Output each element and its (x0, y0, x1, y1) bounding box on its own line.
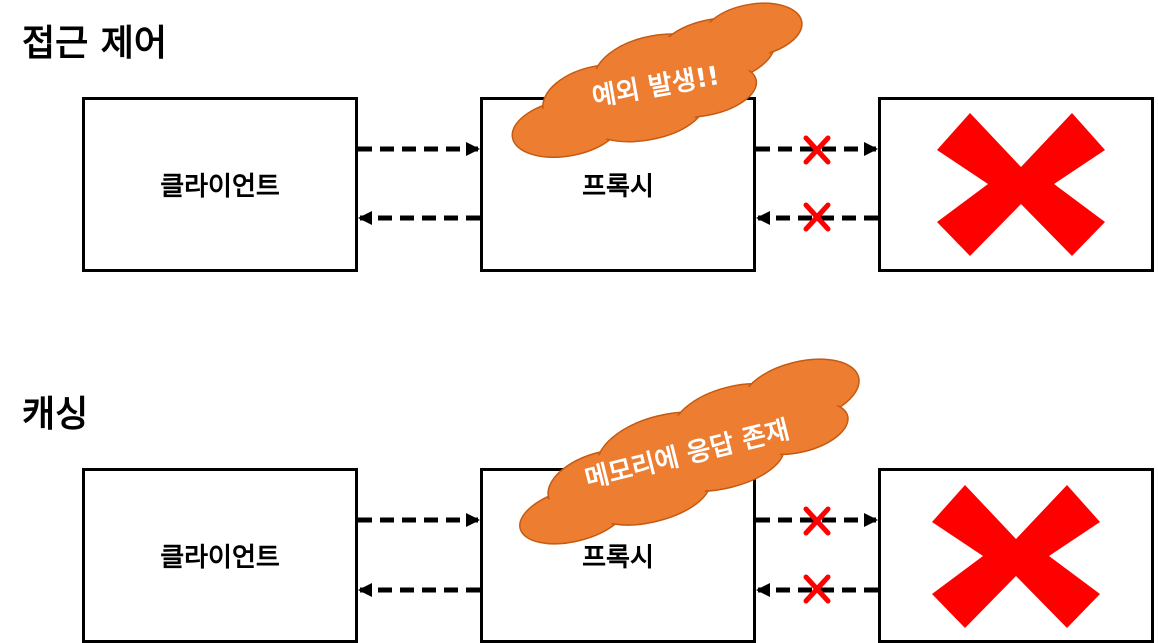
client-box: 클라이언트 (82, 468, 358, 643)
server-box (878, 97, 1154, 272)
server-unavailable-x-icon (932, 485, 1100, 628)
blocked-mark-icon (803, 202, 831, 232)
cloud-callout: 예외 발생!! (511, 2, 803, 158)
blocked-mark-icon (803, 135, 831, 165)
blocked-mark-icon (803, 506, 831, 536)
proxy-label: 프록시 (582, 543, 654, 573)
client-box: 클라이언트 (82, 97, 358, 272)
client-label: 클라이언트 (160, 543, 280, 573)
client-label: 클라이언트 (160, 172, 280, 202)
section-title-caching: 캐싱 (22, 394, 89, 435)
proxy-label: 프록시 (582, 172, 654, 202)
blocked-mark-icon (803, 574, 831, 604)
cloud-callout: 메모리에 응답 존재 (519, 358, 860, 545)
server-unavailable-x-icon (937, 113, 1105, 256)
section-title-access-control: 접근 제어 (22, 23, 168, 64)
